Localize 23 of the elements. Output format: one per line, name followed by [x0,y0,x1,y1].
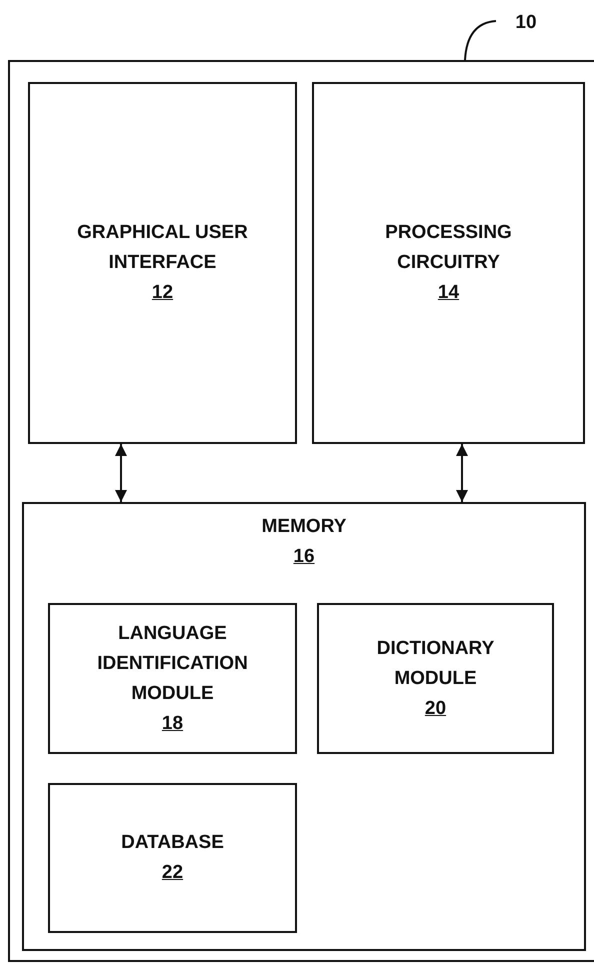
double-arrow [115,444,127,502]
reference-numeral: 22 [162,861,184,885]
block-box [48,603,297,754]
double-arrow [456,444,468,502]
box-label: GRAPHICAL USER INTERFACE [76,221,249,275]
box-label: MEMORY [262,515,346,539]
reference-numeral: 18 [162,712,184,736]
box-label: LANGUAGE IDENTIFICATION MODULE [96,622,249,706]
reference-numeral: 20 [424,696,446,720]
leader-line [464,20,496,60]
block-box [48,783,297,933]
block-box [317,603,554,754]
reference-numeral: 12 [152,281,174,305]
box-label: PROCESSING CIRCUITRY [384,221,513,275]
reference-numeral: 14 [438,281,460,305]
reference-numeral: 16 [293,545,315,569]
block-box [22,502,586,951]
block-box [28,82,297,444]
device-outline [8,60,594,962]
reference-numeral: 10 [514,11,538,35]
box-label: DATABASE [121,831,224,855]
box-label: DICTIONARY MODULE [376,636,496,690]
block-box [312,82,585,444]
